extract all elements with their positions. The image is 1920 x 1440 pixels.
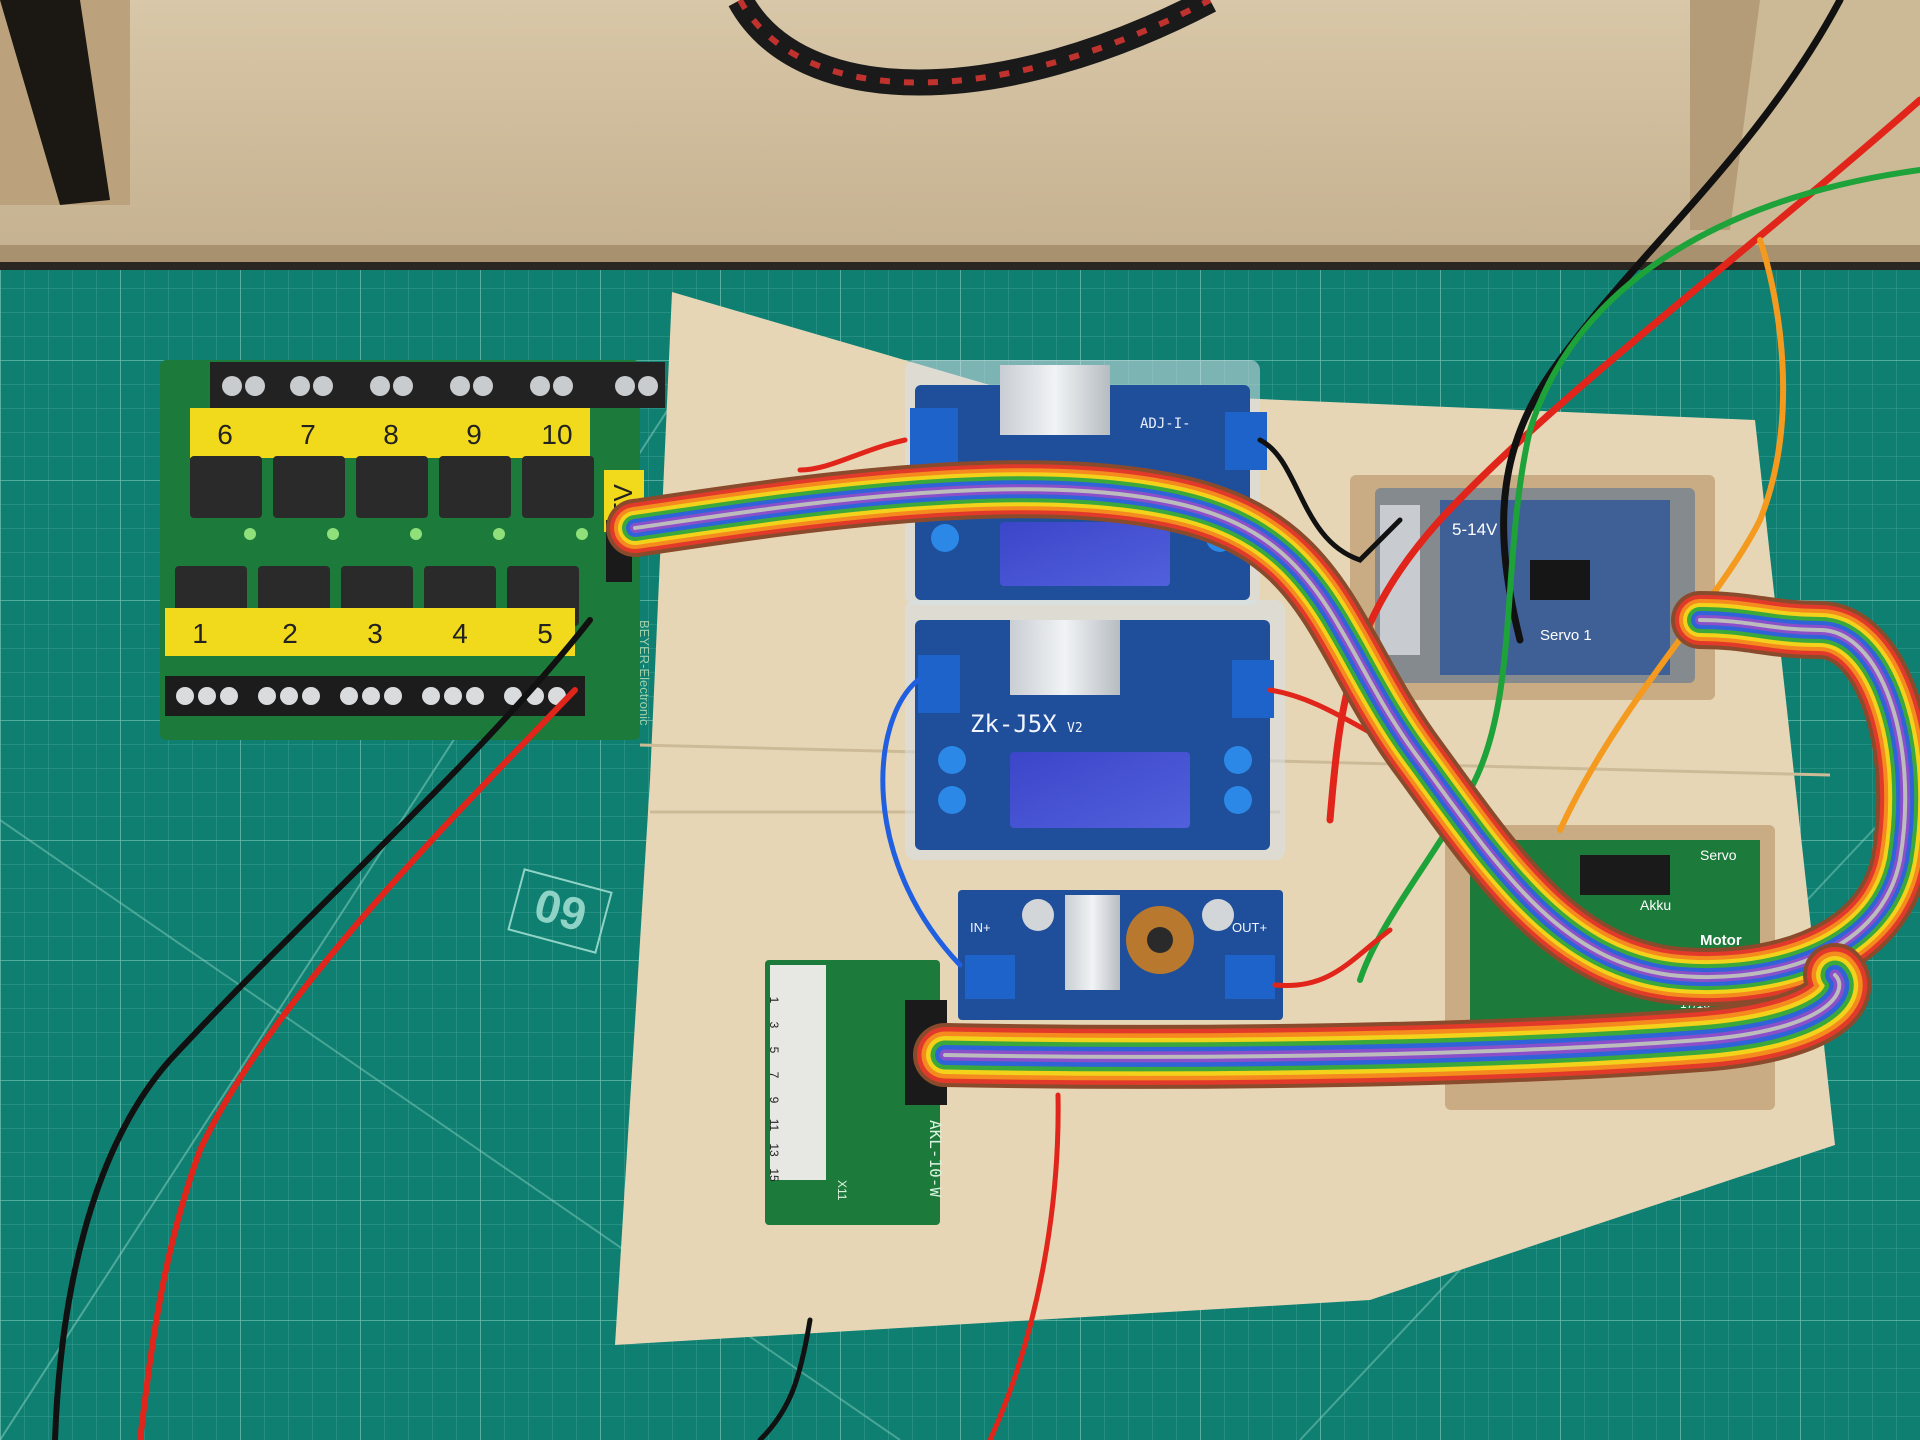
- pin-number: 15: [767, 1168, 781, 1182]
- led-indicator: [410, 528, 422, 540]
- lcd-display: [1000, 522, 1170, 586]
- servo-label: Servo: [1700, 847, 1737, 863]
- part-label: AKL-10-W: [926, 1120, 945, 1197]
- heatsink: [1000, 365, 1110, 435]
- relay-label-strip-top: [190, 408, 590, 458]
- push-button: [1224, 786, 1252, 814]
- heatsink: [1065, 895, 1120, 990]
- ribbon-lower-run: [913, 943, 1872, 1089]
- motor-label: Motor: [1700, 932, 1742, 949]
- led-indicator: [576, 528, 588, 540]
- terminal-strip: [770, 965, 826, 1180]
- relay-number: 5: [537, 618, 553, 649]
- terminal-strip: [1380, 505, 1420, 655]
- pin-number: 13: [767, 1143, 781, 1157]
- heatsink: [1010, 620, 1120, 695]
- pin-number: 11: [767, 1119, 781, 1132]
- red-wire: [137, 687, 578, 1440]
- relay: [439, 456, 511, 518]
- red-wire: [1272, 927, 1393, 989]
- led-indicator: [493, 528, 505, 540]
- led-indicator: [327, 528, 339, 540]
- adj-label: ADJ-I-: [1140, 416, 1191, 432]
- relay-number: 1: [192, 618, 208, 649]
- red-wire: [987, 1092, 1061, 1440]
- relay: [356, 456, 428, 518]
- lcd-display: [1010, 752, 1190, 828]
- input-terminal: [918, 655, 960, 713]
- input-terminal: [910, 408, 958, 466]
- relay-number: 8: [383, 419, 399, 450]
- relay-label-strip-bottom: [165, 608, 575, 656]
- relay-number: 6: [217, 419, 233, 450]
- relay-number: 4: [452, 618, 468, 649]
- relay-number: 2: [282, 618, 298, 649]
- servo-decoder-board: 5-14V Servo 1: [1350, 475, 1715, 700]
- output-terminal: [1225, 955, 1275, 999]
- pin-number: 3: [767, 1022, 781, 1029]
- black-wire: [52, 617, 593, 1440]
- pin-number: 5: [767, 1047, 781, 1054]
- rainbow-ribbon-cable: [606, 460, 1920, 1089]
- black-wire: [1257, 437, 1403, 563]
- pin-number: 1: [767, 997, 781, 1004]
- blue-wire: [880, 677, 963, 968]
- push-button: [1224, 746, 1252, 774]
- relay: [190, 456, 262, 518]
- black-wire: [757, 1317, 813, 1440]
- red-wire: [1326, 96, 1920, 824]
- relay: [273, 456, 345, 518]
- capacitor: [1202, 899, 1234, 931]
- input-terminal: [965, 955, 1015, 999]
- push-button: [931, 524, 959, 552]
- servo-label: Servo 1: [1540, 627, 1592, 644]
- wiring: [52, 0, 1920, 1440]
- relay-board: 6 7 8 9 10 1: [160, 360, 665, 740]
- model-label: Zk-J5X: [970, 710, 1057, 738]
- out-label: OUT+: [1232, 920, 1267, 935]
- relay-number: 9: [466, 419, 482, 450]
- dc-converter-lower: Zk-J5X V2: [905, 600, 1285, 860]
- akku-label: Akku: [1640, 897, 1671, 913]
- push-button: [938, 786, 966, 814]
- output-terminal: [1232, 660, 1274, 718]
- relay-number: 3: [367, 618, 383, 649]
- in-label: IN+: [970, 920, 991, 935]
- relay-number: 10: [541, 419, 572, 450]
- buck-module: IN+ OUT+: [958, 890, 1283, 1020]
- pin-number: 7: [767, 1072, 781, 1079]
- pin-number: 9: [767, 1097, 781, 1104]
- ref-label: X11: [835, 1180, 849, 1201]
- relay: [522, 456, 594, 518]
- green-wire: [1357, 167, 1920, 983]
- supply-label: 5-14V: [1452, 520, 1498, 539]
- led-indicator: [244, 528, 256, 540]
- relay-number: 7: [300, 419, 316, 450]
- screw-terminal-block: [1580, 855, 1670, 895]
- push-button: [938, 746, 966, 774]
- version-label: V2: [1067, 721, 1083, 736]
- maker-text: BEYER-Electronic: [637, 620, 652, 726]
- wooden-shelf: [0, 0, 1920, 270]
- capacitor: [1022, 899, 1054, 931]
- orange-wire: [1557, 237, 1787, 833]
- breakout-board: 1 3 5 7 9 11 13 15 AKL-10-W X11: [765, 960, 947, 1225]
- ribbon-upper-run: [606, 460, 1920, 1006]
